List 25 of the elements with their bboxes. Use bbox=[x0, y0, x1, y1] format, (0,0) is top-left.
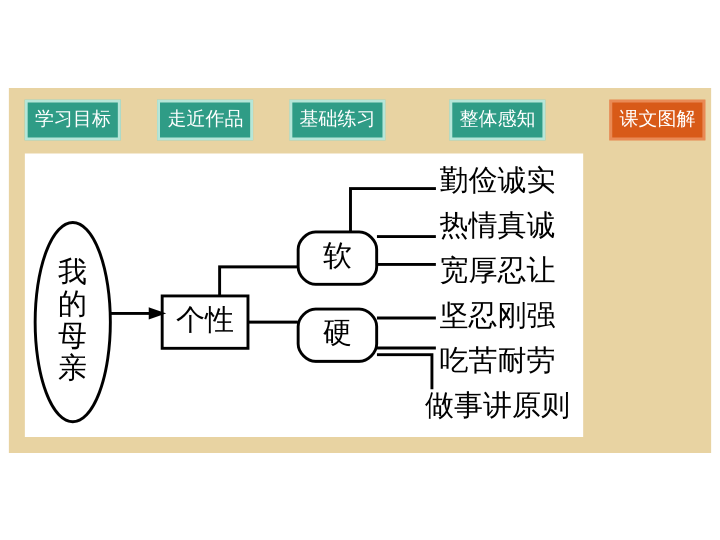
node-text: 坚忍刚强 bbox=[439, 298, 556, 332]
label: 学习目标 bbox=[34, 107, 111, 130]
connector bbox=[376, 234, 436, 238]
connector bbox=[376, 316, 436, 319]
connector bbox=[349, 186, 436, 232]
label: 课文图解 bbox=[620, 107, 696, 130]
connector bbox=[376, 352, 434, 389]
node-box: 个性 bbox=[160, 294, 250, 350]
label: 走近作品 bbox=[167, 107, 244, 130]
node-text: 热情真诚 bbox=[439, 207, 556, 242]
node-box: 硬 bbox=[296, 307, 378, 362]
node-text: 吃苦耐劳 bbox=[439, 342, 556, 377]
node-text: 宽厚忍让 bbox=[439, 252, 556, 286]
connector bbox=[376, 262, 436, 266]
connector bbox=[218, 264, 298, 296]
node-box: 软 bbox=[296, 230, 378, 286]
node-ellipse: 我的母亲 bbox=[34, 220, 112, 423]
node-text: 勤俭诚实 bbox=[439, 162, 556, 196]
connector bbox=[248, 320, 298, 324]
node-text: 做事讲原则 bbox=[424, 388, 570, 422]
connector bbox=[376, 346, 436, 349]
label: 基础练习 bbox=[300, 107, 376, 130]
arrow bbox=[110, 306, 166, 320]
cluster bbox=[24, 152, 584, 436]
label: 整体感知 bbox=[460, 107, 536, 130]
